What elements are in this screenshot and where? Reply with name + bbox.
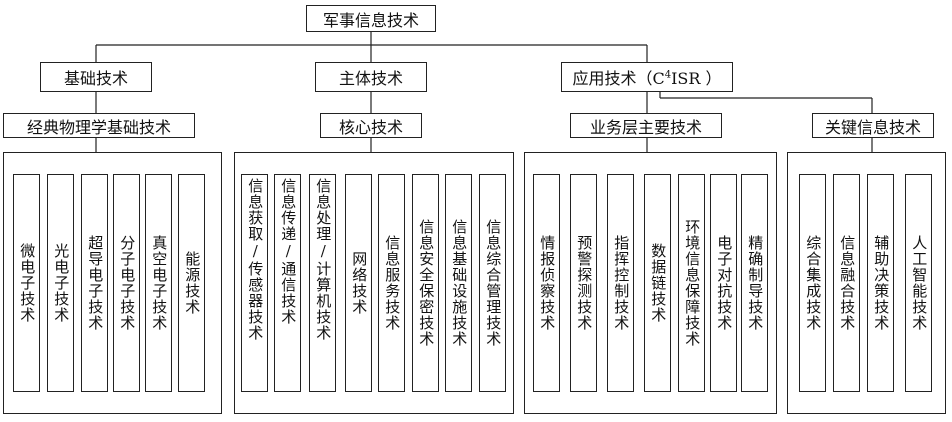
sub-classical-physics: 经典物理学基础技术: [3, 113, 195, 138]
group-key: [787, 152, 946, 414]
leaf-early-warning: 预警探测技术: [570, 174, 597, 392]
leaf-info-acquisition: 信息获取/传感器技术: [241, 174, 268, 392]
leaf-data-link: 数据链技术: [644, 174, 671, 392]
leaf-optoelectronics: 光电子技术: [47, 174, 74, 392]
leaf-info-infrastructure: 信息基础设施技术: [445, 174, 472, 392]
sub-core-tech-label: 核心技术: [338, 117, 403, 137]
branch-applied-tech: 应用技术（C4ISR ）: [561, 62, 733, 92]
sub-business-layer-label: 业务层主要技术: [589, 117, 702, 137]
leaf-info-processing: 信息处理/计算机技术: [309, 174, 336, 392]
leaf-microelectronics: 微电子技术: [13, 174, 40, 392]
leaf-superconductor: 超导电子技术: [81, 174, 108, 392]
sub-core-tech: 核心技术: [320, 113, 422, 138]
sub-key-info-tech: 关键信息技术: [812, 113, 934, 138]
leaf-info-management: 信息综合管理技术: [479, 174, 506, 392]
leaf-decision-support: 辅助决策技术: [867, 174, 894, 392]
leaf-electronic-warfare: 电子对抗技术: [710, 174, 737, 392]
leaf-precision-guidance: 精确制导技术: [741, 174, 768, 392]
group-basic: [3, 152, 222, 414]
leaf-energy: 能源技术: [178, 174, 205, 392]
group-core: [234, 152, 514, 414]
branch-applied-label: 应用技术（C4ISR ）: [572, 69, 722, 88]
branch-main-tech: 主体技术: [315, 62, 427, 92]
leaf-ai: 人工智能技术: [905, 174, 932, 392]
leaf-info-fusion: 信息融合技术: [833, 174, 860, 392]
leaf-info-service: 信息服务技术: [378, 174, 405, 392]
sub-classical-physics-label: 经典物理学基础技术: [26, 117, 171, 137]
root-label: 军事信息技术: [322, 10, 419, 30]
leaf-intelligence-recon: 情报侦察技术: [533, 174, 560, 392]
sub-key-info-tech-label: 关键信息技术: [824, 117, 921, 137]
leaf-network: 网络技术: [345, 174, 372, 392]
sub-business-layer: 业务层主要技术: [570, 113, 722, 138]
branch-basic-tech: 基础技术: [40, 62, 152, 92]
branch-main-label: 主体技术: [338, 69, 403, 88]
root-node: 军事信息技术: [306, 5, 436, 32]
leaf-environment-info: 环境信息保障技术: [678, 174, 705, 392]
leaf-info-transmission: 信息传递/通信技术: [274, 174, 301, 392]
leaf-vacuum-electronics: 真空电子技术: [145, 174, 172, 392]
leaf-info-security: 信息安全保密技术: [412, 174, 439, 392]
leaf-command-control: 指挥控制技术: [607, 174, 634, 392]
leaf-integration: 综合集成技术: [799, 174, 826, 392]
leaf-molecular-electronics: 分子电子技术: [113, 174, 140, 392]
branch-basic-label: 基础技术: [63, 69, 128, 88]
group-business: [524, 152, 777, 414]
